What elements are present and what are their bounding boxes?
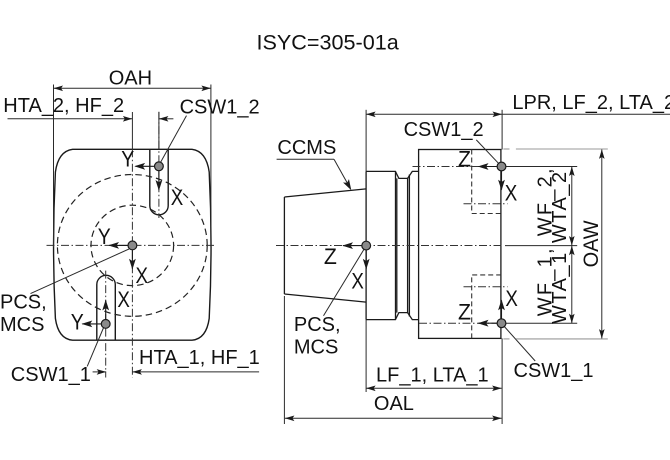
svg-text:CCMS: CCMS bbox=[277, 137, 336, 159]
svg-text:WTA_1: WTA_1 bbox=[549, 251, 571, 324]
svg-text:Z: Z bbox=[458, 146, 471, 171]
svg-text:OAH: OAH bbox=[109, 68, 152, 90]
svg-text:Y: Y bbox=[121, 146, 134, 171]
svg-text:CSW1_2: CSW1_2 bbox=[404, 119, 484, 141]
svg-text:MCS: MCS bbox=[294, 337, 338, 359]
svg-text:LF_1, LTA_1: LF_1, LTA_1 bbox=[376, 365, 489, 387]
svg-text:CSW1_1: CSW1_1 bbox=[11, 364, 91, 386]
svg-text:X: X bbox=[117, 287, 129, 312]
svg-text:HTA_1, HF_1: HTA_1, HF_1 bbox=[139, 347, 260, 369]
svg-text:X: X bbox=[136, 263, 149, 288]
svg-text:X: X bbox=[505, 286, 518, 311]
svg-text:X: X bbox=[171, 185, 184, 210]
svg-text:MCS: MCS bbox=[0, 314, 44, 336]
svg-text:WF_1,: WF_1, bbox=[534, 246, 556, 316]
svg-text:X: X bbox=[505, 180, 518, 205]
svg-text:LPR, LF_2, LTA_2: LPR, LF_2, LTA_2 bbox=[512, 92, 670, 114]
svg-text:Y: Y bbox=[98, 224, 111, 249]
svg-text:X: X bbox=[351, 269, 364, 294]
svg-text:CSW1_1: CSW1_1 bbox=[514, 360, 594, 382]
svg-text:Y: Y bbox=[71, 309, 84, 334]
svg-text:Z: Z bbox=[324, 244, 337, 269]
svg-text:Z: Z bbox=[458, 300, 471, 325]
svg-text:ISYC=305-01a: ISYC=305-01a bbox=[257, 29, 400, 54]
svg-text:OAW: OAW bbox=[579, 220, 603, 268]
svg-text:PCS,: PCS, bbox=[294, 314, 341, 336]
svg-text:OAL: OAL bbox=[374, 393, 414, 415]
svg-text:WTA_2: WTA_2 bbox=[549, 170, 571, 243]
svg-text:PCS,: PCS, bbox=[0, 292, 47, 314]
svg-text:HTA_2, HF_2: HTA_2, HF_2 bbox=[3, 95, 124, 117]
svg-text:CSW1_2: CSW1_2 bbox=[180, 96, 260, 118]
svg-text:WF_2,: WF_2, bbox=[534, 166, 556, 236]
